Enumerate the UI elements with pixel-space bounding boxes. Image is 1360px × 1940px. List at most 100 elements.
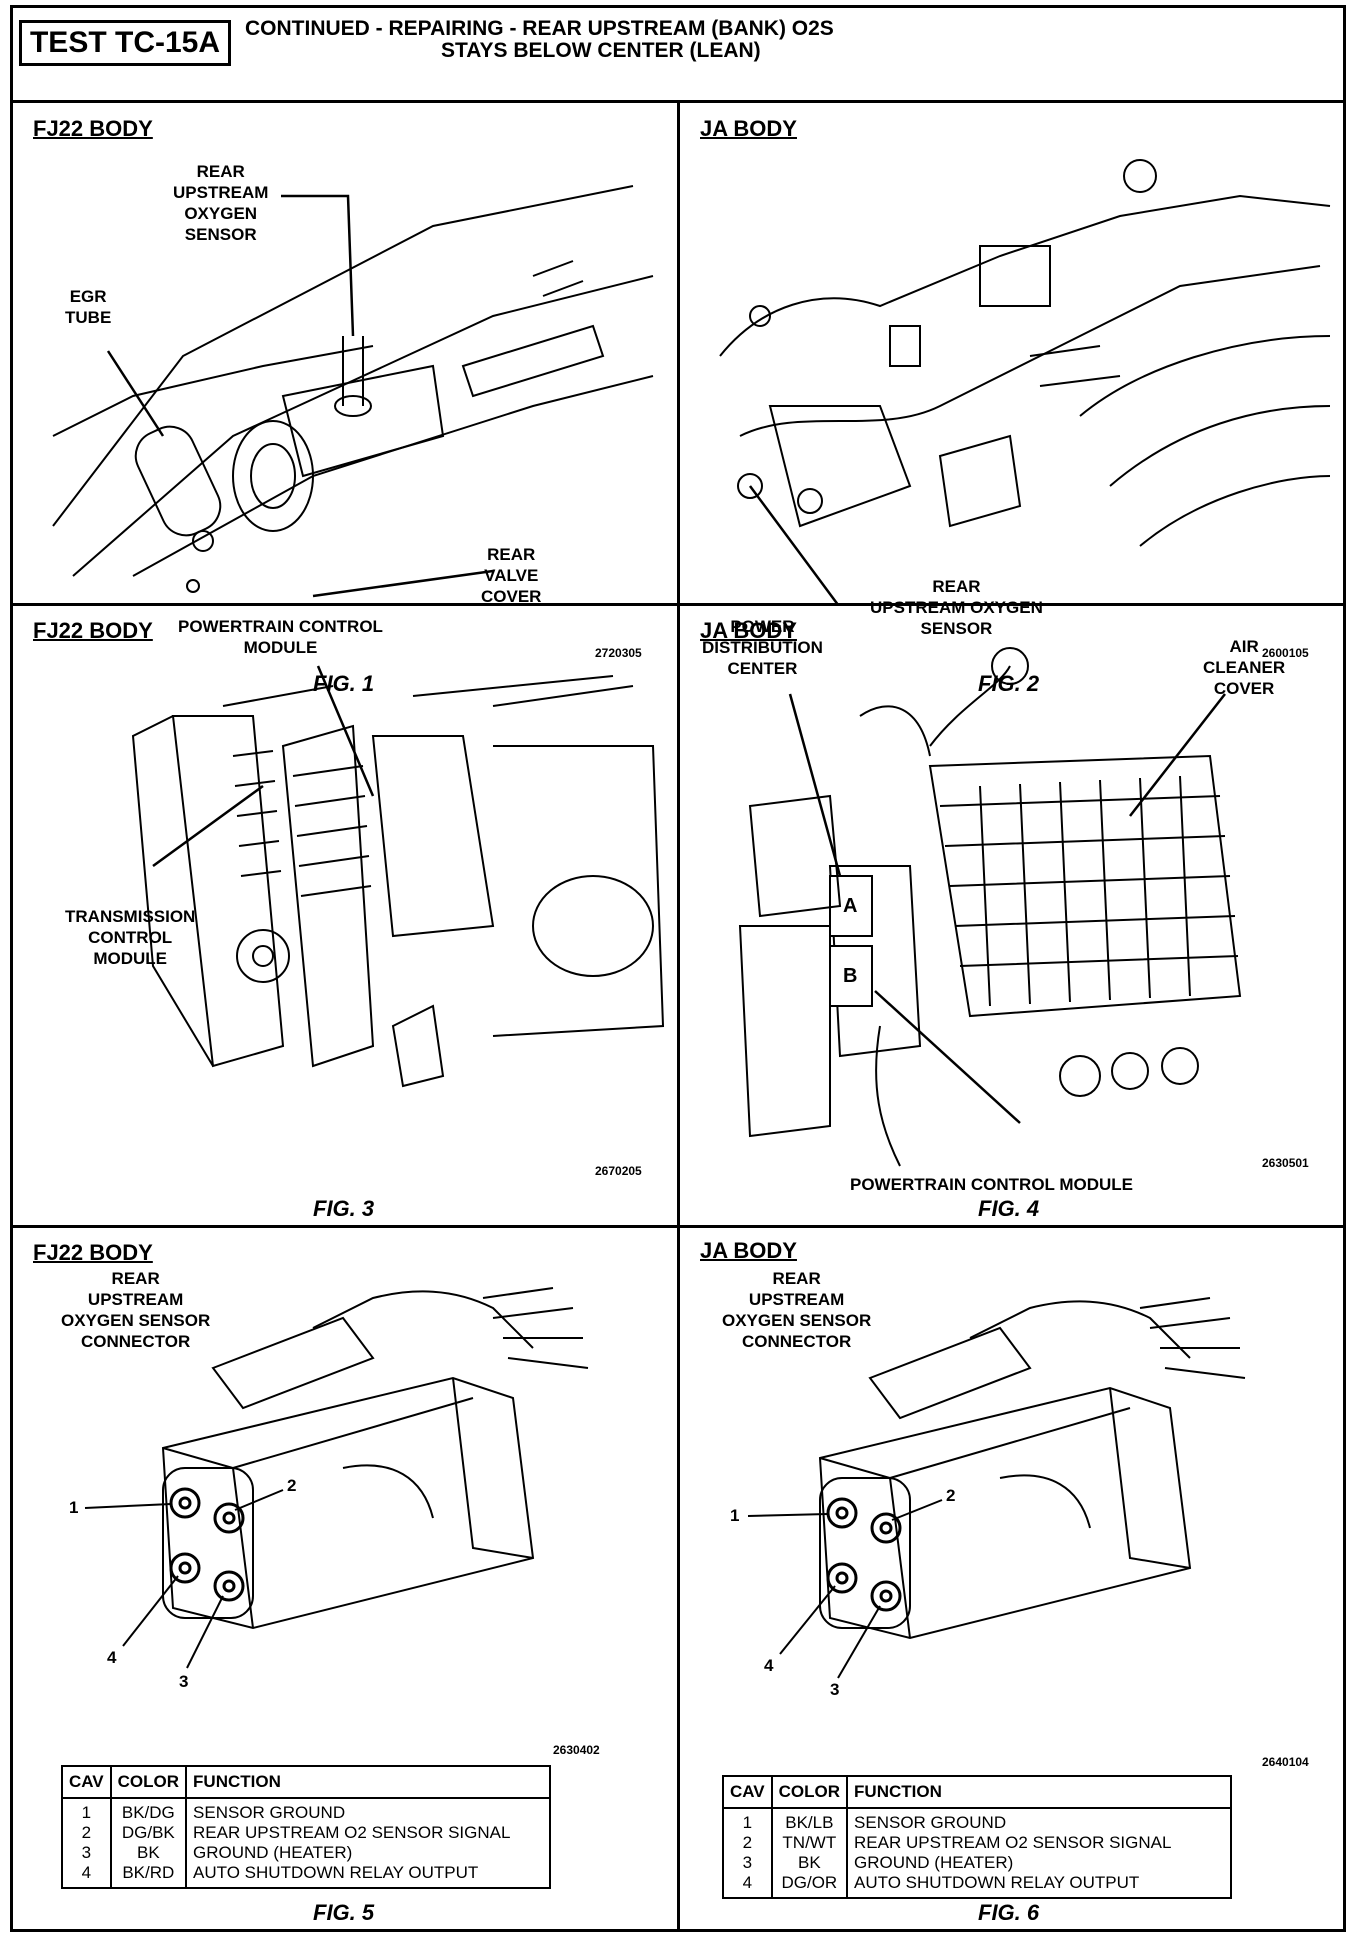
callout-powertrain-control-module: POWERTRAIN CONTROL MODULE — [850, 1175, 1134, 1194]
pin-label-3: 3 — [830, 1680, 840, 1699]
figure-caption: FIG. 3 — [313, 1196, 375, 1221]
callout-rear-valve-cover: REAR VALVE COVER — [481, 544, 541, 607]
pin-label-2: 2 — [287, 1476, 297, 1495]
callout-rear-upstream-o2-connector: REAR UPSTREAM OXYGEN SENSOR CONNECTOR — [61, 1268, 210, 1352]
pin-label-1: 1 — [69, 1498, 79, 1517]
callout-text: REAR UPSTREAM OXYGEN SENSOR CONNECTOR — [722, 1269, 872, 1351]
pin-label-2: 2 — [946, 1486, 956, 1505]
body-label: FJ22 BODY — [33, 1240, 153, 1265]
cav-cell: 3 — [722, 1853, 773, 1873]
callout-egr-tube: EGR TUBE — [65, 286, 111, 328]
fig-3-drawing — [131, 665, 665, 1088]
fig-5-connector-drawing — [84, 1287, 589, 1669]
table-row: 4 DG/OR AUTO SHUTDOWN RELAY OUTPUT — [722, 1873, 1233, 1899]
page-title: CONTINUED - REPAIRING - REAR UPSTREAM (B… — [245, 18, 834, 62]
table-row: 3 BK GROUND (HEATER) — [722, 1853, 1233, 1873]
panel-fig-5: FJ22 BODY — [13, 1228, 677, 1929]
panel-fig-1: FJ22 BODY — [13, 106, 677, 696]
pinout-table: CAV COLOR FUNCTION 1 BK/DG SENSOR GROUND… — [61, 1765, 552, 1889]
page-header: TEST TC-15A CONTINUED - REPAIRING - REAR… — [13, 8, 1343, 103]
cav-cell: 2 — [722, 1833, 773, 1853]
function-cell: AUTO SHUTDOWN RELAY OUTPUT — [185, 1863, 552, 1889]
body-label: JA BODY — [700, 1238, 797, 1263]
pin-label-1: 1 — [730, 1506, 740, 1525]
test-id-box: TEST TC-15A — [19, 20, 231, 66]
color-cell: BK — [109, 1843, 188, 1863]
connector-a-label: A — [843, 895, 858, 917]
color-cell: TN/WT — [770, 1833, 849, 1853]
figure-number: 2720305 — [595, 646, 642, 660]
column-header: CAV — [61, 1765, 112, 1799]
body-label: FJ22 BODY — [33, 618, 153, 643]
body-label: JA BODY — [700, 116, 797, 141]
manual-page: TEST TC-15A CONTINUED - REPAIRING - REAR… — [10, 5, 1346, 1932]
callout-text: REAR UPSTREAM OXYGEN SENSOR CONNECTOR — [61, 1269, 211, 1351]
row-divider-1 — [13, 603, 1343, 606]
table-row: 1 BK/DG SENSOR GROUND — [61, 1798, 552, 1823]
figure-caption: FIG. 6 — [978, 1900, 1040, 1925]
callout-transmission-control-module: TRANSMISSION CONTROL MODULE — [65, 906, 195, 969]
panel-fig-4: JA BODY — [680, 606, 1346, 1225]
figure-caption: FIG. 4 — [978, 1196, 1040, 1221]
cav-cell: 1 — [61, 1798, 112, 1823]
function-cell: GROUND (HEATER) — [185, 1843, 552, 1863]
callout-text: REAR VALVE COVER — [481, 545, 542, 606]
body-label: JA BODY — [700, 618, 797, 643]
cav-cell: 3 — [61, 1843, 112, 1863]
table-header-row: CAV COLOR FUNCTION — [722, 1775, 1233, 1809]
title-line-2: STAYS BELOW CENTER (LEAN) — [441, 39, 761, 62]
body-label: FJ22 BODY — [33, 116, 153, 141]
table-row: 3 BK GROUND (HEATER) — [61, 1843, 552, 1863]
color-cell: BK/RD — [109, 1863, 188, 1889]
title-line-1: CONTINUED - REPAIRING - REAR UPSTREAM (B… — [245, 17, 834, 40]
cav-cell: 4 — [61, 1863, 112, 1889]
fig-2-drawing — [719, 159, 1331, 603]
callout-power-distribution-center: POWER DISTRIBUTION CENTER — [702, 616, 823, 679]
callout-air-cleaner-cover: AIR CLEANER COVER — [1203, 636, 1285, 699]
column-divider — [677, 103, 680, 1929]
table-row: 4 BK/RD AUTO SHUTDOWN RELAY OUTPUT — [61, 1863, 552, 1889]
color-cell: DG/OR — [770, 1873, 849, 1899]
figure-number: 2640104 — [1262, 1755, 1309, 1769]
pin-label-3: 3 — [179, 1672, 189, 1691]
callout-rear-upstream-o2-sensor: REAR UPSTREAM OXYGEN SENSOR — [173, 161, 268, 245]
callout-rear-upstream-o2-sensor: REAR UPSTREAM OXYGEN SENSOR — [870, 576, 1043, 639]
panel-fig-2: JA BODY REAR UPSTREAM O — [680, 106, 1346, 696]
cav-cell: 4 — [722, 1873, 773, 1899]
figure-number: 2630402 — [553, 1743, 600, 1757]
connector-b-label: B — [843, 965, 858, 987]
column-header: FUNCTION — [846, 1775, 1233, 1809]
table-header-row: CAV COLOR FUNCTION — [61, 1765, 552, 1799]
figure-caption: FIG. 5 — [313, 1900, 375, 1925]
figure-number: 2600105 — [1262, 646, 1309, 660]
callout-text: AIR CLEANER COVER — [1203, 637, 1286, 698]
pinout-table: CAV COLOR FUNCTION 1 BK/LB SENSOR GROUND… — [722, 1775, 1233, 1899]
function-cell: SENSOR GROUND — [846, 1808, 1233, 1833]
table-row: 2 DG/BK REAR UPSTREAM O2 SENSOR SIGNAL — [61, 1823, 552, 1843]
callout-text: REAR UPSTREAM OXYGEN SENSOR — [870, 577, 1043, 638]
column-header: COLOR — [770, 1775, 849, 1809]
fig-1-drawing — [52, 185, 654, 598]
callout-text: REAR UPSTREAM OXYGEN SENSOR — [173, 162, 269, 244]
pin-label-4: 4 — [107, 1648, 117, 1667]
fig-4-drawing — [738, 647, 1242, 1167]
panel-fig-6: JA BODY — [680, 1228, 1346, 1929]
function-cell: SENSOR GROUND — [185, 1798, 552, 1823]
column-header: CAV — [722, 1775, 773, 1809]
color-cell: BK — [770, 1853, 849, 1873]
fig-6-connector-drawing — [747, 1297, 1246, 1679]
color-cell: DG/BK — [109, 1823, 188, 1843]
table-row: 1 BK/LB SENSOR GROUND — [722, 1808, 1233, 1833]
table-row: 2 TN/WT REAR UPSTREAM O2 SENSOR SIGNAL — [722, 1833, 1233, 1853]
callout-text: POWER DISTRIBUTION CENTER — [702, 617, 823, 678]
color-cell: BK/DG — [109, 1798, 188, 1823]
color-cell: BK/LB — [770, 1808, 849, 1833]
callout-rear-upstream-o2-connector: REAR UPSTREAM OXYGEN SENSOR CONNECTOR — [722, 1268, 871, 1352]
function-cell: REAR UPSTREAM O2 SENSOR SIGNAL — [846, 1833, 1233, 1853]
panel-fig-3: FJ22 BODY POWERTRAIN CONTROL MOD — [13, 606, 677, 1225]
callout-text: EGR TUBE — [65, 287, 112, 327]
callout-powertrain-control-module: POWERTRAIN CONTROL MODULE — [178, 616, 383, 658]
callout-text: TRANSMISSION CONTROL MODULE — [65, 907, 196, 968]
cav-cell: 1 — [722, 1808, 773, 1833]
cav-cell: 2 — [61, 1823, 112, 1843]
